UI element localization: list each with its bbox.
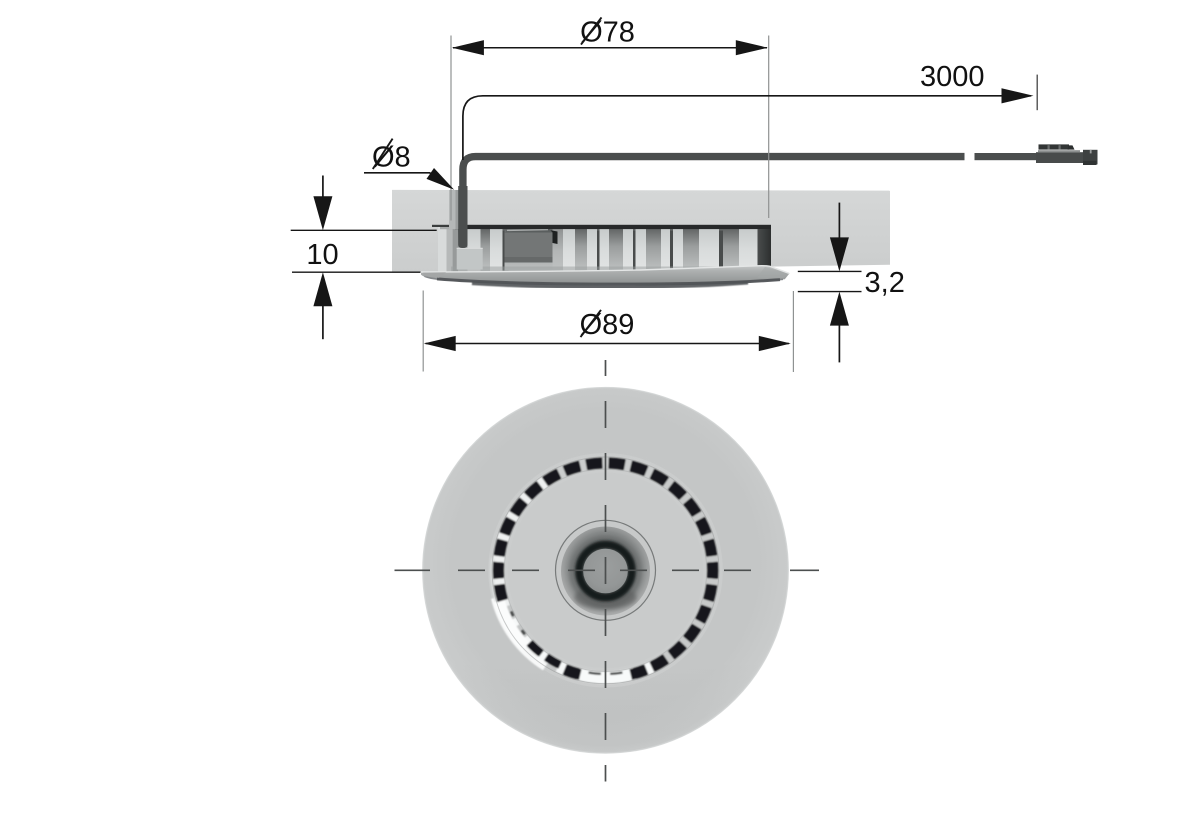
svg-text:10: 10 [306, 239, 338, 271]
svg-text:Ø89: Ø89 [580, 309, 635, 341]
svg-text:Ø78: Ø78 [580, 17, 635, 49]
svg-text:Ø8: Ø8 [372, 141, 411, 173]
svg-text:3000: 3000 [920, 61, 985, 93]
svg-text:3,2: 3,2 [865, 267, 905, 299]
